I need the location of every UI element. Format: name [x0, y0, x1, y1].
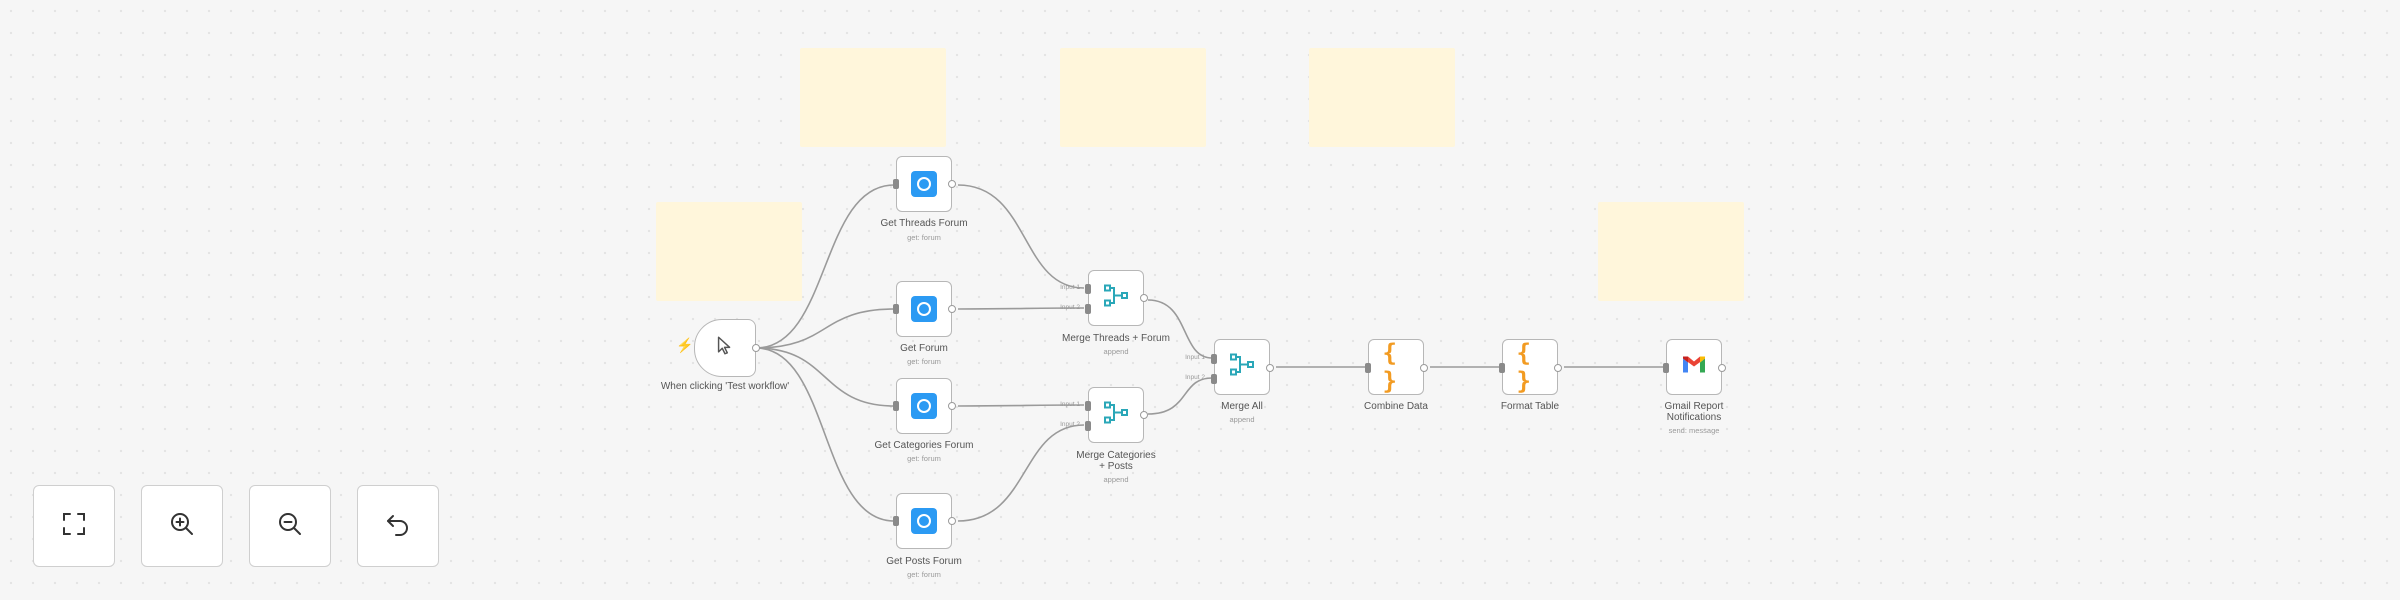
edge-trigger-forum	[755, 308, 895, 349]
node-get-forum[interactable]	[893, 281, 956, 337]
node-gmail-report[interactable]	[1663, 339, 1726, 395]
output-handle[interactable]	[1266, 364, 1274, 372]
edge-trigger-posts	[755, 347, 895, 522]
edge-merge1-mergeall	[1147, 299, 1213, 359]
zoom-in-icon	[168, 510, 196, 543]
input-handle[interactable]	[893, 516, 899, 526]
discourse-icon	[911, 171, 937, 197]
node-get-posts-forum[interactable]	[893, 493, 956, 549]
output-handle[interactable]	[948, 517, 956, 525]
input-handle[interactable]	[893, 401, 899, 411]
node-merge-threads-forum[interactable]	[1085, 270, 1148, 326]
port-label: Input 1	[1185, 354, 1205, 361]
sticky-note[interactable]	[800, 48, 946, 147]
zoom-out-icon	[276, 510, 304, 543]
zoom-in-button[interactable]	[141, 485, 223, 567]
gmail-icon	[1681, 355, 1707, 380]
undo-icon	[384, 510, 412, 543]
input-handle[interactable]	[1365, 363, 1371, 373]
node-label: Get Categories Forum	[874, 440, 974, 451]
output-handle[interactable]	[948, 305, 956, 313]
node-subtitle: append	[1103, 475, 1129, 484]
merge-icon	[1103, 400, 1129, 431]
sticky-note[interactable]	[1060, 48, 1206, 147]
node-label: Gmail Report Notifications	[1664, 401, 1724, 423]
node-subtitle: append	[1103, 347, 1129, 356]
input-handle-1[interactable]	[1085, 401, 1091, 411]
discourse-icon	[911, 508, 937, 534]
sticky-note[interactable]	[1598, 202, 1744, 301]
merge-icon	[1229, 352, 1255, 383]
input-handle-1[interactable]	[1211, 354, 1217, 364]
node-label: Combine Data	[1364, 401, 1428, 412]
edge-posts-merge2	[957, 424, 1085, 522]
port-label: Input 1	[1060, 401, 1080, 408]
input-handle-2[interactable]	[1085, 421, 1091, 431]
output-handle[interactable]	[1140, 411, 1148, 419]
sticky-note[interactable]	[1309, 48, 1455, 147]
node-subtitle: get: forum	[907, 357, 941, 366]
edge-threads-merge1	[957, 184, 1085, 289]
reset-zoom-button[interactable]	[357, 485, 439, 567]
trigger-indicator: ⚡	[676, 337, 694, 353]
input-handle-2[interactable]	[1211, 374, 1217, 384]
node-combine-data[interactable]: { }	[1365, 339, 1428, 395]
node-subtitle: get: forum	[907, 570, 941, 579]
edge-trigger-categories	[755, 347, 895, 407]
zoom-out-button[interactable]	[249, 485, 331, 567]
node-label: Get Threads Forum	[880, 218, 968, 229]
input-handle[interactable]	[1499, 363, 1505, 373]
merge-icon	[1103, 283, 1129, 314]
input-handle-1[interactable]	[1085, 284, 1091, 294]
cursor-pointer-icon	[714, 335, 736, 362]
code-braces-icon: { }	[1516, 339, 1531, 395]
node-label: When clicking 'Test workflow'	[660, 381, 790, 392]
node-get-threads-forum[interactable]	[893, 156, 956, 212]
edge-trigger-threads	[755, 184, 895, 349]
node-label: Format Table	[1500, 401, 1560, 412]
discourse-icon	[911, 393, 937, 419]
input-handle[interactable]	[1663, 363, 1669, 373]
node-label: Get Forum	[900, 343, 948, 354]
node-label: Merge Threads + Forum	[1062, 333, 1170, 344]
node-subtitle: get: forum	[907, 454, 941, 463]
node-format-table[interactable]: { }	[1499, 339, 1562, 395]
output-handle[interactable]	[948, 402, 956, 410]
input-handle-2[interactable]	[1085, 304, 1091, 314]
node-subtitle: append	[1229, 415, 1255, 424]
node-trigger[interactable]	[694, 319, 760, 377]
output-handle[interactable]	[948, 180, 956, 188]
port-label: Input 2	[1185, 374, 1205, 381]
node-label: Merge Categories + Posts	[1076, 450, 1156, 472]
input-handle[interactable]	[893, 179, 899, 189]
fit-view-icon	[60, 510, 88, 543]
code-braces-icon: { }	[1382, 339, 1397, 395]
output-handle[interactable]	[1140, 294, 1148, 302]
output-handle[interactable]	[1420, 364, 1428, 372]
node-label: Merge All	[1221, 401, 1263, 412]
output-handle[interactable]	[1554, 364, 1562, 372]
port-label: Input 2	[1060, 304, 1080, 311]
node-subtitle: get: forum	[907, 233, 941, 242]
node-merge-all[interactable]	[1211, 339, 1274, 395]
output-handle[interactable]	[752, 344, 760, 352]
discourse-icon	[911, 296, 937, 322]
port-label: Input 1	[1060, 284, 1080, 291]
input-handle[interactable]	[893, 304, 899, 314]
sticky-note[interactable]	[656, 202, 802, 301]
node-subtitle: send: message	[1668, 426, 1720, 435]
edge-merge2-mergeall	[1147, 377, 1213, 415]
edge-categories-merge2	[957, 404, 1085, 407]
port-label: Input 2	[1060, 421, 1080, 428]
node-label: Get Posts Forum	[886, 556, 962, 567]
node-merge-categories-posts[interactable]	[1085, 387, 1148, 443]
edge-forum-merge1	[957, 307, 1085, 310]
fit-view-button[interactable]	[33, 485, 115, 567]
output-handle[interactable]	[1718, 364, 1726, 372]
node-get-categories-forum[interactable]	[893, 378, 956, 434]
